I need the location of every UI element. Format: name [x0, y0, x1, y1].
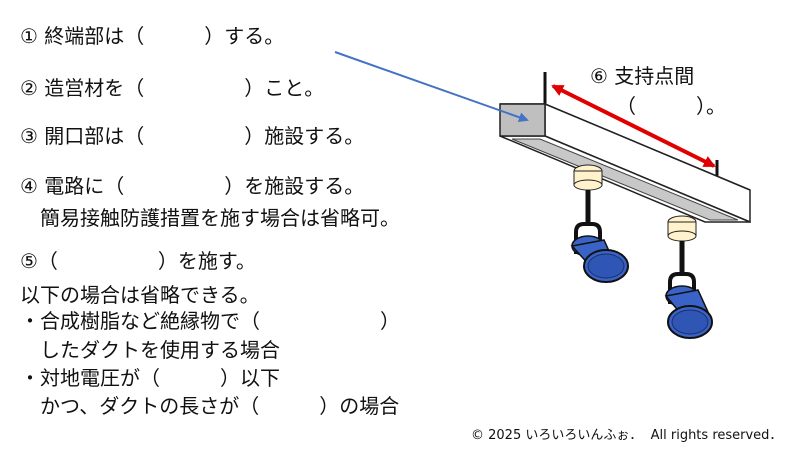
item-4-circuit: ④ 電路に（ ）を施設する。 — [20, 174, 365, 198]
duct-end-face — [499, 103, 546, 137]
support-interval-arrow — [551, 84, 716, 168]
exception-1-cont: したダクトを使用する場合 — [20, 338, 280, 362]
item-4-note: 簡易接触防護措置を施す場合は省略可。 — [20, 206, 400, 230]
item-5-grounding: ⑤（ ）を施す。 — [20, 249, 256, 273]
exception-2: ・対地電圧が（ ）以下 — [20, 366, 280, 390]
spotlight-2 — [664, 215, 713, 339]
end-pointer-arrow — [334, 51, 529, 123]
copyright: © 2025 いろいろいんふぉ． All rights reserved． — [471, 428, 783, 443]
support-interval-label: ⑥ 支持点間 — [590, 64, 695, 88]
exception-1: ・合成樹脂など絶縁物で（ ） — [20, 309, 400, 333]
item-3-opening: ③ 開口部は（ ）施設する。 — [20, 124, 365, 148]
item-2-building-material: ② 造営材を（ ）こと。 — [20, 76, 325, 100]
exception-2-cont: かつ、ダクトの長さが（ ）の場合 — [20, 394, 400, 418]
spotlight-1 — [570, 164, 629, 283]
item-1-end-treatment: ① 終端部は（ ）する。 — [20, 24, 285, 48]
item-5-exception-intro: 以下の場合は省略できる。 — [20, 283, 260, 307]
